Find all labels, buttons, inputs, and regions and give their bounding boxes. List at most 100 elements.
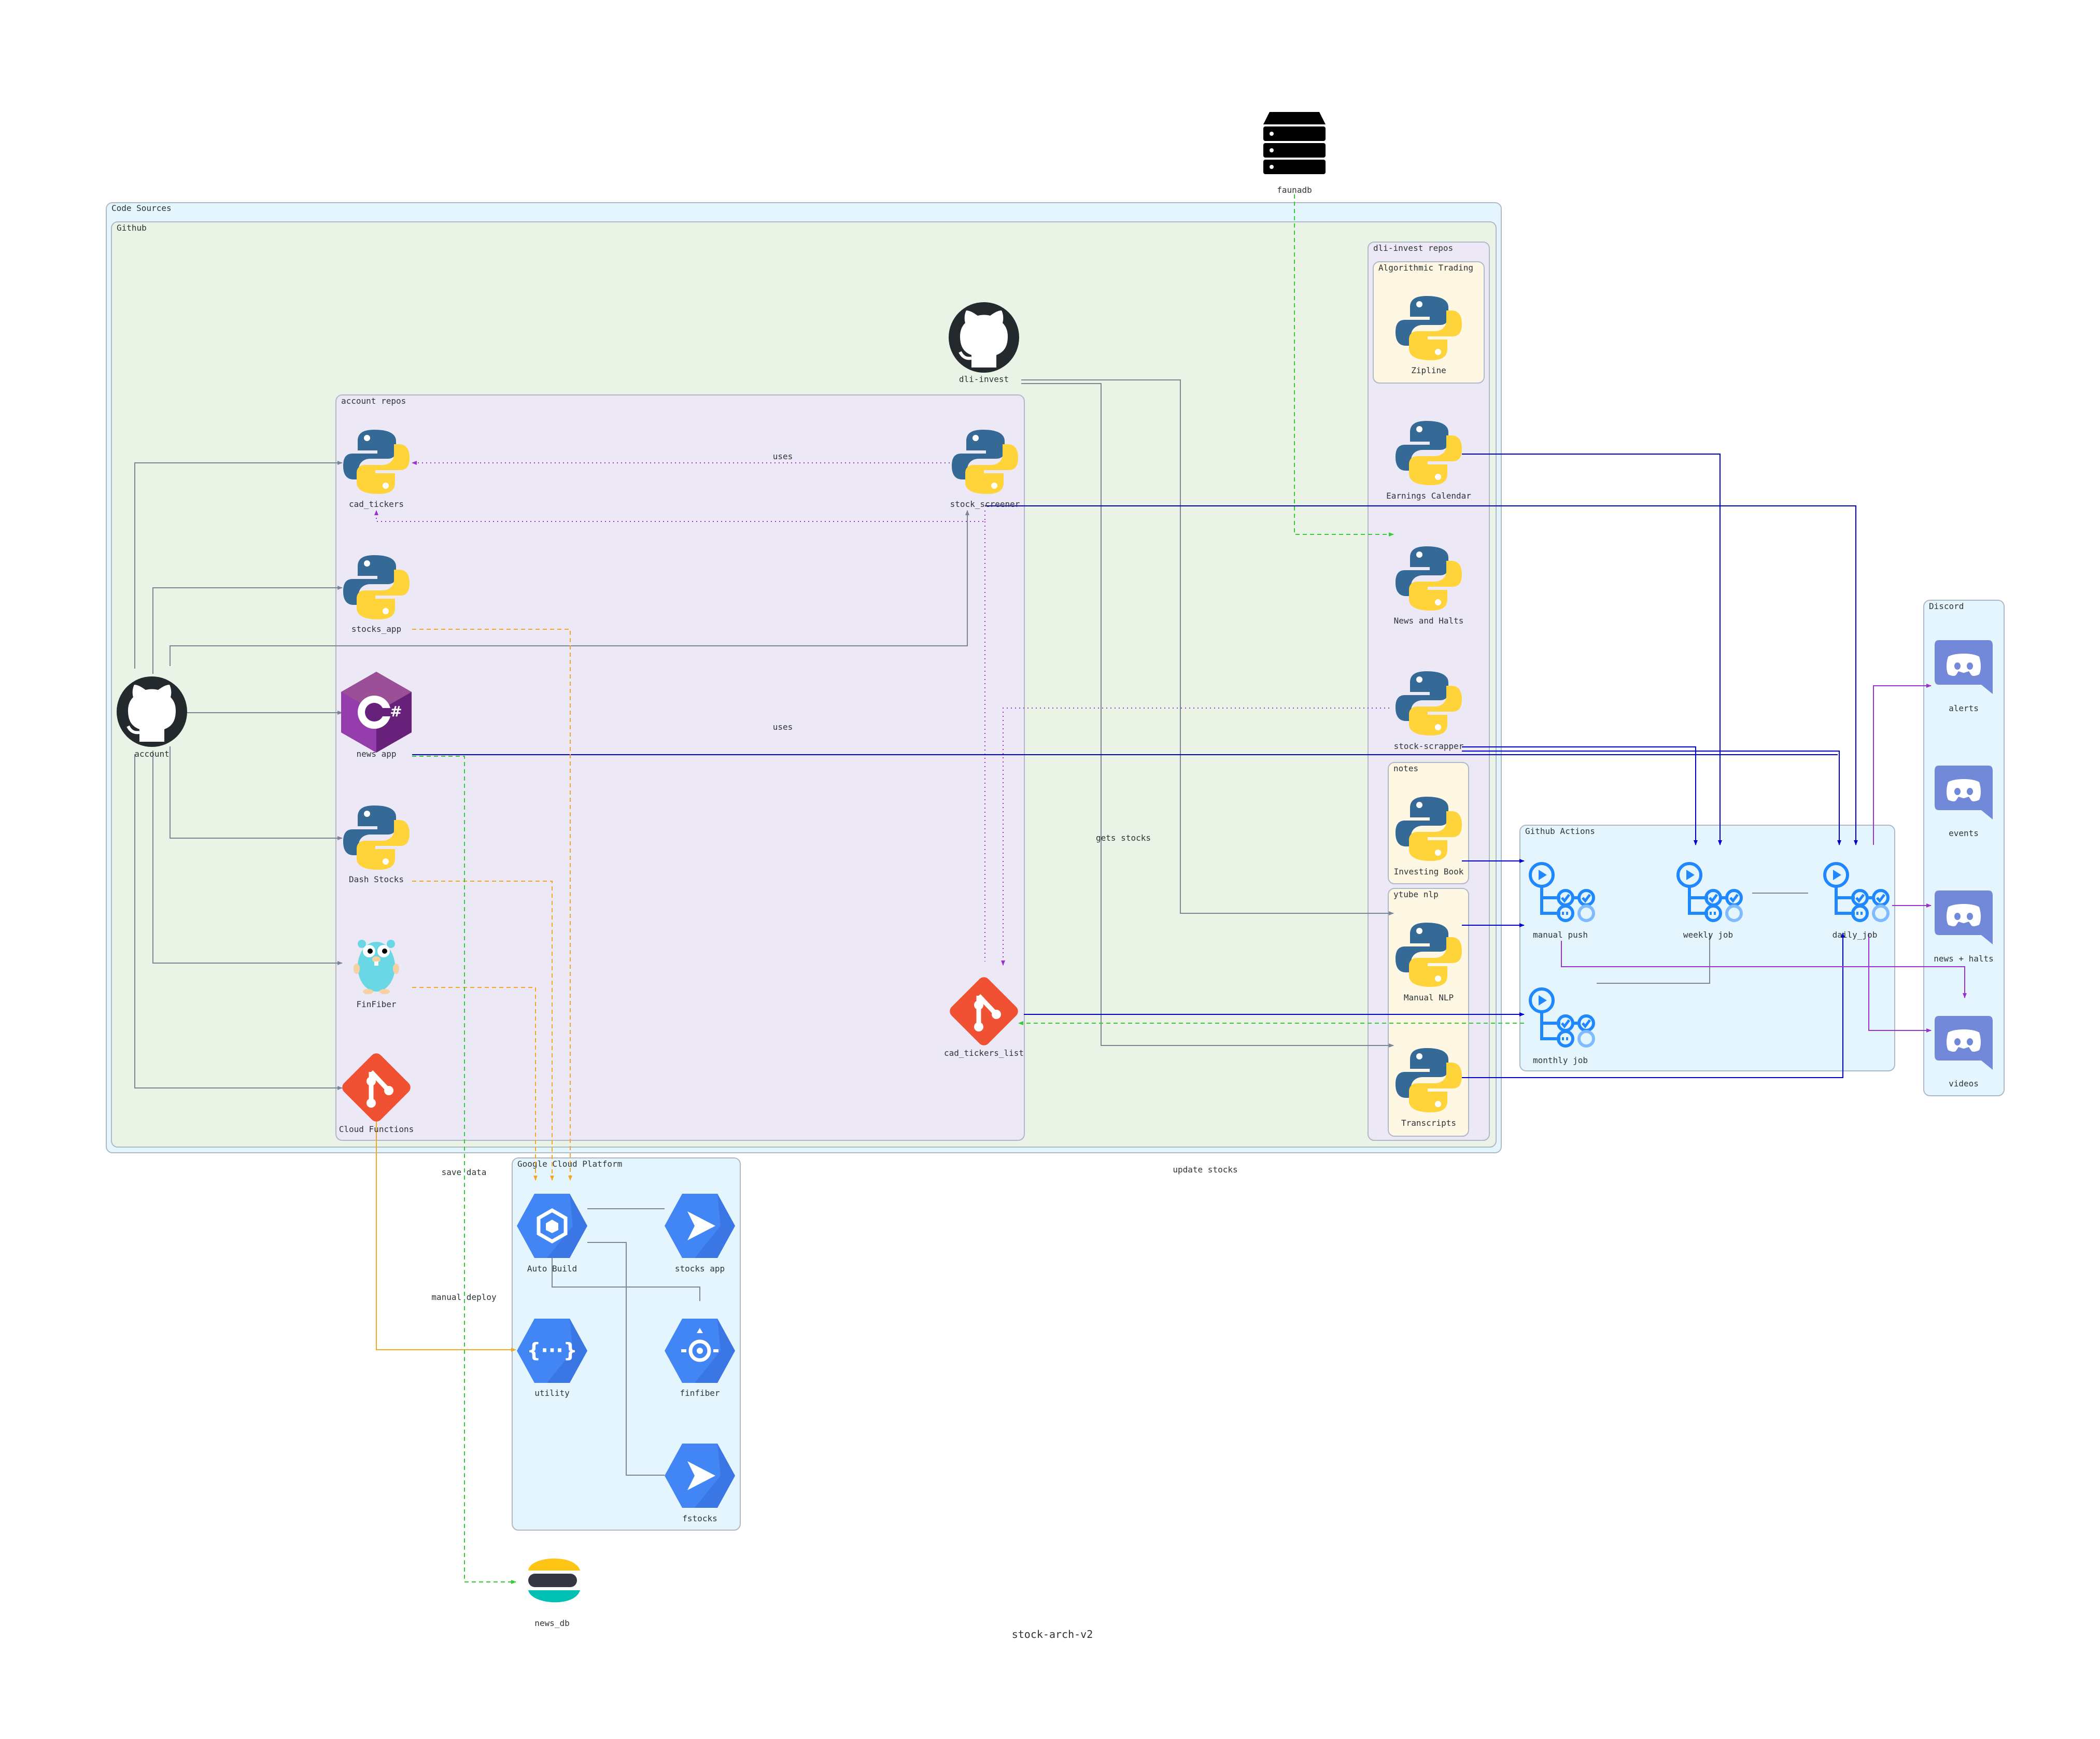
node-monthly-job[interactable]: monthly job [1530, 989, 1594, 1065]
node-alerts[interactable]: alerts [1935, 640, 1993, 713]
node-fstocks[interactable]: fstocks [665, 1444, 735, 1523]
cluster-discord-label: Discord [1929, 601, 1964, 611]
edge-label-uses-1: uses [773, 451, 793, 461]
cluster-code-sources-label: Code Sources [111, 203, 172, 213]
node-videos-label: videos [1949, 1079, 1979, 1088]
node-cad-tickers-list[interactable]: cad_tickers_list [944, 974, 1024, 1058]
node-dash-stocks-label: Dash Stocks [349, 874, 404, 884]
node-gcp-finfiber[interactable]: finfiber [665, 1319, 735, 1398]
cloud-functions-icon: {···} [517, 1319, 587, 1383]
edge-account-stock-screener [170, 510, 969, 666]
edge-news-app-news-db [412, 756, 516, 1584]
node-gcp-stocks-app-label: stocks app [675, 1264, 725, 1274]
node-news-app[interactable]: news app [341, 672, 412, 759]
node-news-app-label: news app [356, 749, 396, 759]
cluster-github-actions-label: Github Actions [1525, 826, 1595, 836]
edge-account-cad-tickers [134, 461, 343, 669]
edge-cloud-functions-utility [376, 1120, 516, 1352]
node-utility[interactable]: {···} utility [517, 1319, 587, 1398]
node-account[interactable]: account [117, 676, 187, 759]
node-gcp-stocks-app[interactable]: stocks app [665, 1194, 735, 1274]
elastic-icon [528, 1558, 580, 1603]
node-zipline-label: Zipline [1411, 365, 1446, 375]
edge-dli-manual-nlp [1021, 379, 1394, 915]
node-stock-scrapper-label: stock-scrapper [1394, 741, 1464, 751]
node-daily-job-label: daily_job [1833, 930, 1878, 940]
node-news-halts[interactable]: news + halts [1934, 890, 1994, 964]
diagram-title: stock-arch-v2 [1012, 1628, 1093, 1641]
node-news-and-halts[interactable]: News and Halts [1394, 546, 1464, 626]
node-cad-tickers-list-label: cad_tickers_list [944, 1048, 1024, 1058]
node-faunadb[interactable]: faunadb [1263, 112, 1326, 195]
edge-account-stocks-app [152, 586, 343, 674]
edge-screener-daily [985, 505, 1858, 845]
edge-dash-stocks-build [412, 881, 554, 1181]
edge-label-update-stocks: update stocks [1173, 1165, 1237, 1175]
edge-screener-cad-tickers-list [374, 510, 985, 522]
edge-earnings-weekly [1462, 454, 1722, 845]
edge-dli-transcripts [1021, 383, 1394, 1048]
node-monthly-job-label: monthly job [1533, 1055, 1588, 1065]
node-auto-build-label: Auto Build [527, 1264, 577, 1274]
node-earnings-calendar-label: Earnings Calendar [1386, 491, 1471, 501]
node-transcripts[interactable]: Transcripts [1396, 1048, 1462, 1128]
node-stocks-app[interactable]: stocks_app [343, 555, 410, 634]
edge-stocks-app-build [412, 629, 572, 1181]
cluster-ytube-nlp-label: ytube nlp [1393, 889, 1439, 899]
node-weekly-job[interactable]: weekly job [1678, 864, 1741, 940]
edges-actions-gray [1597, 893, 1808, 984]
cluster-github-label: Github [117, 223, 147, 233]
edges-save-data [412, 629, 572, 1181]
edge-daily-alerts [1873, 684, 1932, 845]
edge-label-uses-2: uses [773, 722, 793, 732]
node-dli-invest[interactable]: dli-invest [949, 302, 1019, 384]
edge-scrapper-cad-tickers-list [1001, 708, 1389, 966]
node-cloud-functions[interactable]: Cloud Functions [339, 1051, 414, 1134]
node-cad-tickers[interactable]: cad_tickers [343, 430, 410, 509]
node-earnings-calendar[interactable]: Earnings Calendar [1386, 421, 1471, 501]
edges-dli-invest [1021, 379, 1394, 1048]
server-stack-icon [1263, 112, 1326, 174]
node-fstocks-label: fstocks [682, 1514, 717, 1523]
node-zipline[interactable]: Zipline [1396, 296, 1462, 375]
cluster-account-repos-label: account repos [341, 396, 406, 406]
edges-account [134, 461, 969, 1090]
node-manual-nlp[interactable]: Manual NLP [1396, 923, 1462, 1002]
node-events[interactable]: events [1935, 766, 1993, 838]
edge-scrapper-daily [1462, 751, 1841, 845]
github-icon [949, 302, 1019, 373]
node-finfiber-label: FinFiber [356, 999, 396, 1009]
cluster-algorithmic-trading-label: Algorithmic Trading [1378, 263, 1473, 273]
node-videos[interactable]: videos [1935, 1016, 1993, 1088]
node-news-halts-label: news + halts [1934, 954, 1994, 964]
node-cad-tickers-label: cad_tickers [349, 499, 404, 509]
edge-label-manual-deploy: manual deploy [431, 1292, 497, 1302]
node-manual-push-label: manual push [1533, 930, 1588, 940]
edges-uses [374, 461, 1389, 966]
app-engine-icon [665, 1319, 735, 1383]
node-dash-stocks[interactable]: Dash Stocks [343, 805, 410, 884]
edges-discord [1561, 684, 1967, 1033]
node-news-and-halts-label: News and Halts [1394, 616, 1464, 626]
node-utility-label: utility [534, 1388, 570, 1398]
node-cloud-functions-label: Cloud Functions [339, 1124, 414, 1134]
node-finfiber[interactable]: FinFiber [354, 940, 399, 1009]
node-stock-screener[interactable]: stock_screener [950, 430, 1020, 509]
node-daily-job[interactable]: daily_job [1825, 864, 1888, 940]
github-icon [117, 676, 187, 747]
node-manual-push[interactable]: manual push [1530, 864, 1594, 940]
node-news-db[interactable]: news_db [528, 1558, 580, 1628]
node-stocks-app-label: stocks_app [351, 624, 401, 634]
edges-blue [412, 454, 1858, 1078]
edge-manual-push-videos [1561, 941, 1967, 998]
node-account-label: account [134, 749, 169, 759]
node-investing-book[interactable]: Investing Book [1394, 797, 1464, 876]
node-faunadb-label: faunadb [1277, 185, 1312, 195]
node-auto-build[interactable]: Auto Build [517, 1194, 587, 1274]
node-weekly-job-label: weekly job [1683, 930, 1733, 940]
node-stock-screener-label: stock_screener [950, 499, 1020, 509]
edge-label-gets-stocks: gets stocks [1096, 833, 1151, 843]
node-stock-scrapper[interactable]: stock-scrapper [1394, 671, 1464, 751]
node-manual-nlp-label: Manual NLP [1404, 993, 1454, 1002]
